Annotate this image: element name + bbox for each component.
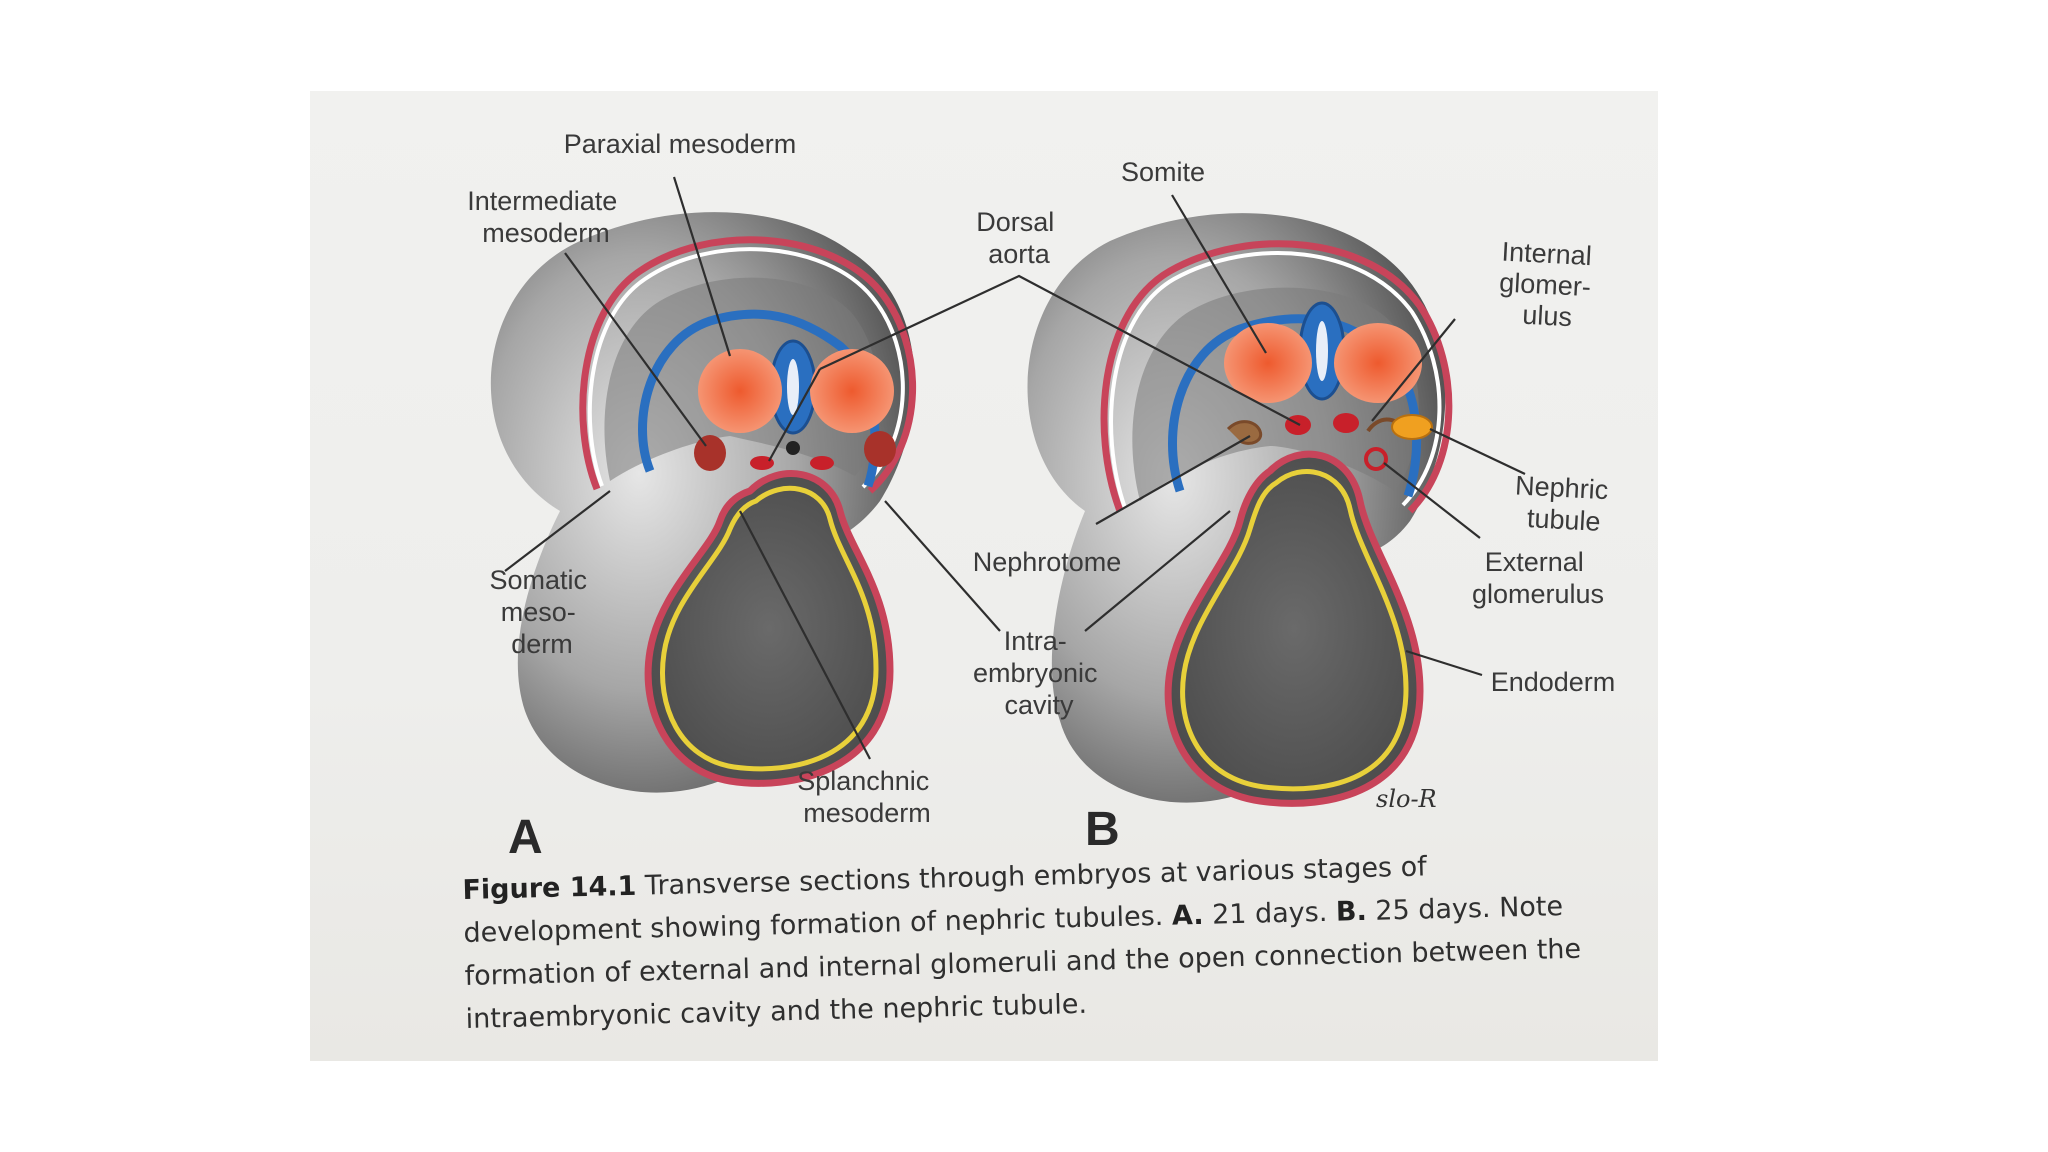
embryo-b-internal-glomerulus: [1391, 414, 1433, 440]
label-external-glomerulus: External glomerulus: [1472, 547, 1604, 609]
embryo-a-somite-right: [810, 349, 894, 433]
panel-letter-a: A: [508, 811, 543, 864]
embryo-b: [1027, 213, 1453, 807]
embryo-a-gut: [644, 470, 894, 787]
label-nephric-tubule: Nephric tubule: [1513, 470, 1617, 537]
label-internal-glomerulus: Internal glomer- ulus: [1497, 236, 1601, 333]
label-paraxial-mesoderm: Paraxial mesoderm: [564, 129, 797, 159]
embryo-a-ectoderm: [579, 236, 916, 494]
embryo-a-somite-left: [698, 349, 782, 433]
embryo-cross-section-diagram: Paraxial mesoderm Intermediate mesoderm …: [467, 129, 1617, 864]
figure-caption: Figure 14.1 Transverse sections through …: [462, 841, 1616, 1041]
embryo-b-somite-left: [1224, 323, 1312, 403]
caption-label-a: A.: [1171, 899, 1204, 932]
textbook-photo: Paraxial mesoderm Intermediate mesoderm …: [310, 91, 1658, 1061]
embryo-b-dorsal-aorta-right: [1333, 413, 1359, 433]
label-endoderm: Endoderm: [1491, 667, 1616, 697]
label-intermediate-mesoderm: Intermediate mesoderm: [467, 186, 625, 248]
label-somite: Somite: [1121, 157, 1205, 187]
label-intraembryonic-cavity: Intra- embryonic cavity: [973, 626, 1105, 720]
leader-lines: [504, 176, 1526, 760]
embryo-b-ectoderm: [1100, 240, 1453, 514]
embryo-a-dorsal-aorta-right: [810, 456, 834, 470]
embryo-a-dorsal-aorta-left: [750, 456, 774, 470]
label-somatic-mesoderm: Somatic meso- derm: [489, 565, 594, 659]
caption-label-b: B.: [1335, 895, 1368, 928]
caption-figure-label: Figure 14.1: [462, 870, 637, 906]
label-splanchnic-mesoderm: Splanchnic mesoderm: [797, 766, 937, 828]
illustrator-signature: slo-R: [1376, 785, 1437, 813]
caption-text-a: 21 days.: [1203, 896, 1337, 931]
embryo-b-somite-right: [1334, 323, 1422, 403]
panel-letter-b: B: [1085, 803, 1120, 856]
label-nephrotome: Nephrotome: [973, 547, 1122, 577]
labels: Paraxial mesoderm Intermediate mesoderm …: [467, 129, 1617, 864]
embryo-b-external-glomerulus: [1364, 447, 1388, 471]
embryo-b-gut: [1164, 450, 1424, 807]
embryo-a: [490, 212, 916, 793]
label-dorsal-aorta: Dorsal aorta: [976, 207, 1062, 269]
